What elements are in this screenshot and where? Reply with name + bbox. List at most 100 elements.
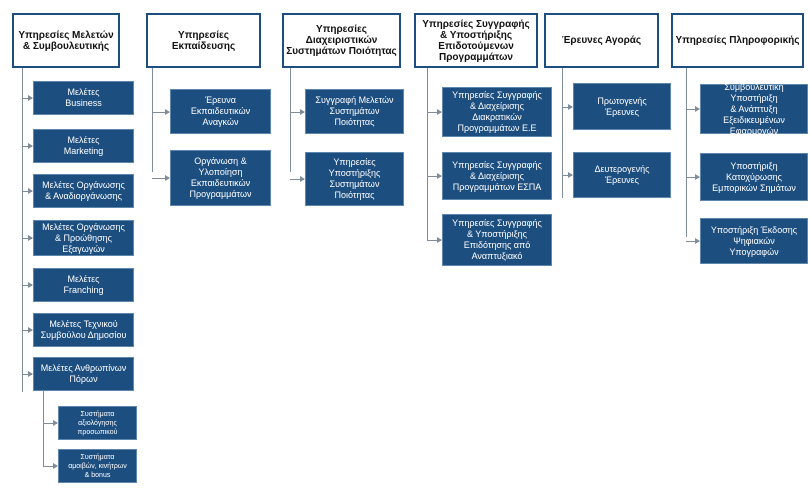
box-line: & Διαχείρισης	[470, 101, 524, 111]
box-line: Υπογραφών	[729, 246, 779, 257]
connector-arrow	[437, 237, 442, 243]
connector-sub-arrow	[53, 463, 58, 469]
column-header-4[interactable]: Υπηρεσίες Συγγραφής & Υποστήριξης Επιδοτ…	[414, 13, 538, 68]
connector-arrow	[28, 327, 33, 333]
box-line: αξιολόγησης	[78, 419, 117, 427]
connector-trunk	[152, 68, 153, 172]
connector-branch	[686, 177, 699, 178]
box-line: Υπηρεσίες Συγγραφής	[452, 90, 542, 100]
box-line: Συγγραφή Μελετών	[315, 95, 394, 105]
box-line: & Υποστήριξης	[466, 229, 528, 239]
connector-trunk	[562, 68, 563, 198]
box-line: Προγραμμάτων ΕΣΠΑ	[452, 181, 542, 192]
connector-branch	[152, 178, 169, 179]
box-line: Υποστήριξη	[730, 160, 778, 171]
box-line: Υπηρεσίες Συγγραφής	[452, 159, 542, 170]
box-line: & Αναδιοργάνωσης	[45, 191, 122, 201]
box-line: Ψηφιακών	[733, 235, 775, 246]
connector-branch	[427, 112, 441, 113]
box-line: Επιδότησης από	[463, 240, 531, 250]
connector-branch	[686, 241, 699, 242]
connector-arrow	[437, 173, 442, 179]
box-line: Συστήματα	[80, 410, 115, 418]
box-line: Υποστήριξης	[328, 168, 381, 178]
box-line: Διακρατικών	[472, 112, 522, 122]
connector-arrow	[28, 371, 33, 377]
box-line: Συστημάτων	[329, 106, 380, 116]
connector-branch	[290, 112, 304, 113]
connector-branch	[22, 238, 32, 239]
column-header-5[interactable]: Έρευνες Αγοράς	[544, 13, 659, 68]
box-line: Εφαρμογών	[729, 125, 779, 136]
box-line: Έρευνες	[605, 175, 639, 185]
box-line: Υπηρεσίες Συγγραφής	[452, 218, 542, 228]
connector-arrow	[568, 172, 573, 178]
box-line: Μελέτες Οργάνωσης	[42, 221, 125, 232]
box-line: Έρευνα	[205, 95, 236, 105]
column-header-2[interactable]: Υπηρεσίες Εκπαίδευσης	[146, 13, 261, 68]
connector-trunk	[427, 68, 428, 240]
box-line: Πρωτογενής	[597, 95, 647, 106]
column-header-6[interactable]: Υπηρεσίες Πληροφορικής	[671, 13, 804, 68]
connector-sub-arrow	[53, 420, 58, 426]
connector-trunk	[22, 68, 23, 392]
connector-arrow	[28, 143, 33, 149]
box-line: Συμβούλου Δημοσίου	[40, 330, 127, 340]
box-line: Franching	[63, 285, 104, 295]
box-line: Εξειδικευμένων	[723, 114, 785, 125]
box-line: Ποιότητας	[334, 190, 375, 200]
connector-branch	[22, 146, 32, 147]
connector-branch	[22, 98, 32, 99]
box-line: Προγραμμάτων	[189, 189, 252, 199]
connector-branch	[686, 109, 699, 110]
connector-branch	[427, 240, 441, 241]
connector-branch	[562, 175, 572, 176]
connector-arrow	[165, 109, 170, 115]
connector-sub-branch	[43, 466, 57, 467]
box-line: Υλοποίηση	[198, 167, 243, 177]
box-line: & Διαχείρισης	[470, 170, 524, 181]
column-header-3[interactable]: Υπηρεσίες Διαχειριστικών Συστημάτων Ποιό…	[282, 13, 401, 68]
box-line: Πόρων	[69, 374, 98, 384]
box-line: & Ανάπτυξη	[730, 103, 778, 114]
connector-arrow	[695, 174, 700, 180]
connector-arrow	[28, 235, 33, 241]
connector-arrow	[28, 95, 33, 101]
box-line: αμοιβών, κινήτρων	[68, 462, 127, 470]
box-line: Οργάνωση &	[194, 156, 247, 166]
box-line: Συστήματα	[80, 453, 115, 461]
box-line: Αναπτυξιακό	[471, 251, 523, 261]
box-line: Μελέτες Οργάνωσης	[42, 180, 125, 190]
connector-branch	[562, 107, 572, 108]
box-line: Εκπαιδευτικών	[190, 178, 251, 188]
service-box[interactable]: Μελέτες Οργάνωσης& Αναδιοργάνωσης	[33, 174, 134, 208]
box-line: Συμβουλευτική	[724, 81, 784, 92]
connector-arrow	[300, 109, 305, 115]
connector-branch	[22, 285, 32, 286]
box-line: Business	[65, 98, 102, 108]
column-header-1[interactable]: Υπηρεσίες Μελετών & Συμβουλευτικής	[12, 13, 120, 68]
box-line: Μελέτες	[67, 274, 100, 284]
box-line: Υποστήριξη Έκδοσης	[710, 224, 798, 235]
